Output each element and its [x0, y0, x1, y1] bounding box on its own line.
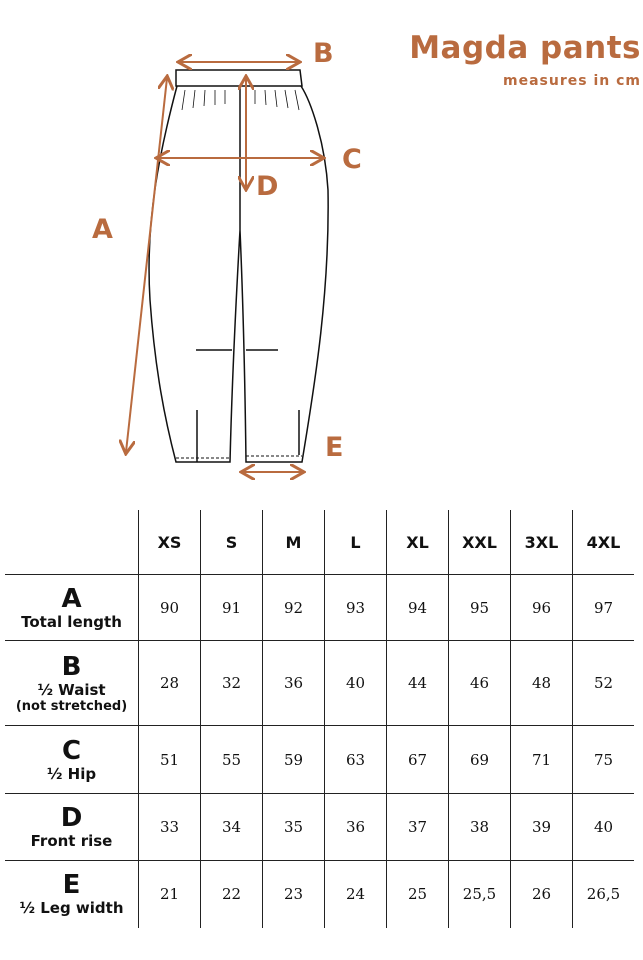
row-letter: C [61, 735, 82, 766]
table-cell: 67 [386, 725, 449, 794]
table-cell: 48 [510, 640, 573, 726]
table-cell: 33 [138, 793, 201, 861]
label-b: B [313, 38, 334, 69]
table-cell: 93 [324, 574, 387, 641]
size-header: L [324, 510, 387, 575]
size-header: 3XL [510, 510, 573, 575]
pants-outline [148, 69, 329, 463]
table-cell: 25,5 [448, 860, 511, 928]
measurement-arrows [126, 62, 322, 472]
row-name: ½ Leg width [19, 899, 124, 918]
row-note: (not stretched) [15, 698, 128, 714]
table-cell: 36 [324, 793, 387, 861]
table-cell: 23 [262, 860, 325, 928]
table-cell: 96 [510, 574, 573, 641]
table-cell: 37 [386, 793, 449, 861]
page-subtitle: measures in cm [503, 73, 641, 89]
table-cell: 63 [324, 725, 387, 794]
table-header-row: XS S M L XL XXL 3XL 4XL [5, 510, 634, 575]
table-cell: 46 [448, 640, 511, 726]
page-title: Magda pants [409, 30, 641, 66]
table-cell: 59 [262, 725, 325, 794]
row-name: Total length [21, 612, 122, 631]
table-cell: 35 [262, 793, 325, 861]
row-letter: D [60, 803, 83, 833]
table-cell: 95 [448, 574, 511, 641]
size-header: XS [138, 510, 201, 575]
row-name: ½ Hip [46, 764, 97, 783]
size-header: M [262, 510, 325, 575]
size-header: 4XL [572, 510, 634, 575]
table-cell: 24 [324, 860, 387, 928]
row-letter: E [62, 870, 81, 901]
label-d: D [256, 171, 279, 202]
row-letter: B [61, 651, 82, 682]
table-cell: 51 [138, 725, 201, 794]
table-cell: 71 [510, 725, 573, 794]
table-cell: 39 [510, 793, 573, 861]
table-cell: 40 [572, 793, 634, 861]
table-cell: 22 [200, 860, 263, 928]
table-cell: 21 [138, 860, 201, 928]
table-cell: 75 [572, 725, 634, 794]
table-cell: 34 [200, 793, 263, 861]
table-cell: 38 [448, 793, 511, 861]
label-a: A [92, 214, 113, 245]
row-name: ½ Waist [37, 680, 106, 699]
table-cell: 91 [200, 574, 263, 641]
table-cell: 32 [200, 640, 263, 726]
row-letter: A [61, 583, 82, 614]
size-header: XL [386, 510, 449, 575]
label-e: E [325, 432, 344, 463]
pants-diagram [0, 0, 329, 500]
size-header: XXL [448, 510, 511, 575]
table-cell: 52 [572, 640, 634, 726]
row-name: Front rise [30, 832, 113, 850]
table-cell: 28 [138, 640, 201, 726]
table-cell: 94 [386, 574, 449, 641]
table-cell: 26 [510, 860, 573, 928]
table-cell: 25 [386, 860, 449, 928]
table-cell: 69 [448, 725, 511, 794]
table-cell: 55 [200, 725, 263, 794]
label-c: C [342, 144, 362, 175]
table-cell: 36 [262, 640, 325, 726]
table-cell: 44 [386, 640, 449, 726]
table-cell: 92 [262, 574, 325, 641]
table-cell: 90 [138, 574, 201, 641]
table-cell: 40 [324, 640, 387, 726]
table-cell: 97 [572, 574, 634, 641]
size-header: S [200, 510, 263, 575]
table-cell: 26,5 [572, 860, 634, 928]
arrow-a [126, 78, 167, 452]
